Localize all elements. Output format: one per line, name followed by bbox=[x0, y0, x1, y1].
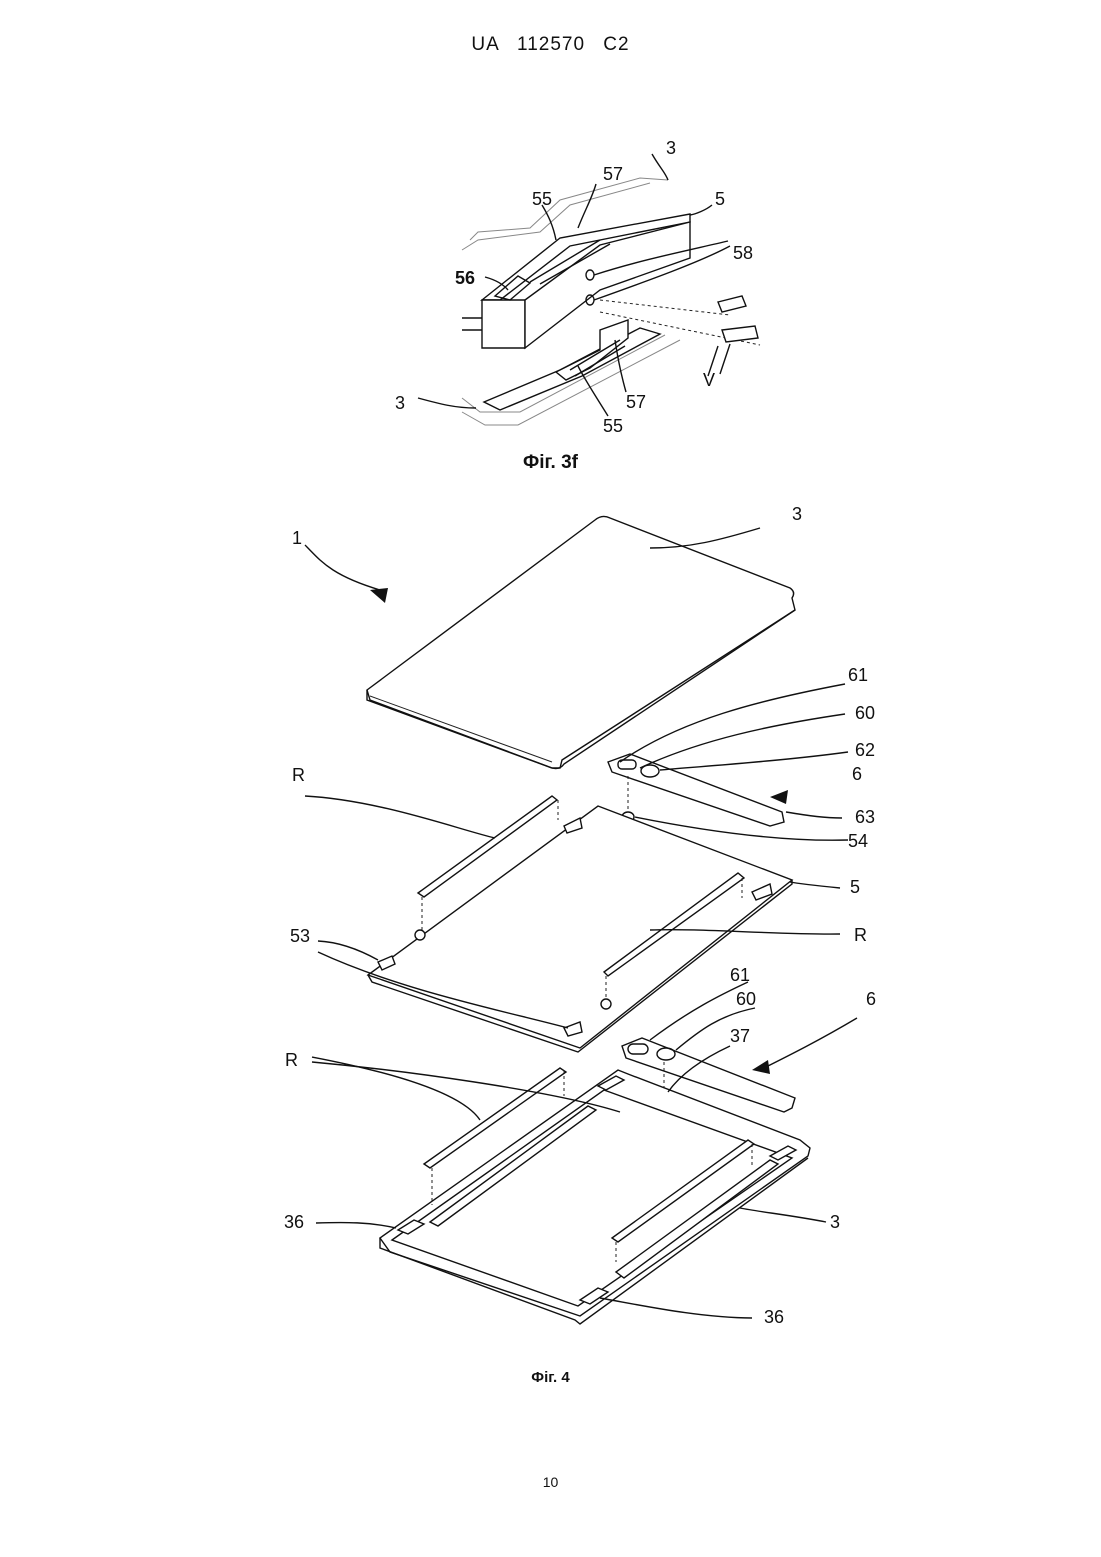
fig4-label-60-b: 60 bbox=[736, 989, 756, 1009]
fig4-label-6-b: 6 bbox=[866, 989, 876, 1009]
fig3f-label-58: 58 bbox=[733, 243, 753, 263]
fig3f-label-55-bottom: 55 bbox=[603, 416, 623, 436]
fig3f-label-3-top: 3 bbox=[666, 138, 676, 158]
fig4-label-5: 5 bbox=[850, 877, 860, 897]
fig4-label-3-bottom: 3 bbox=[830, 1212, 840, 1232]
fig3f-label-5: 5 bbox=[715, 189, 725, 209]
fig4-label-36-b: 36 bbox=[764, 1307, 784, 1327]
fig4-label-6-a: 6 bbox=[852, 764, 862, 784]
fig4-label-54: 54 bbox=[848, 831, 868, 851]
fig4-label-53: 53 bbox=[290, 926, 310, 946]
fig3f-label-3-bottom: 3 bbox=[395, 393, 405, 413]
fig4-label-1: 1 bbox=[292, 528, 302, 548]
figure-4-caption: Фіг. 4 bbox=[0, 1369, 1101, 1386]
fig4-label-36-a: 36 bbox=[284, 1212, 304, 1232]
fig4-label-61-a: 61 bbox=[848, 665, 868, 685]
fig4-label-3-top: 3 bbox=[792, 504, 802, 524]
fig3f-label-57-bottom: 57 bbox=[626, 392, 646, 412]
fig3f-label-56: 56 bbox=[455, 268, 475, 288]
fig4-label-R-c: R bbox=[285, 1050, 298, 1070]
figure-3f-caption: Фіг. 3f bbox=[0, 452, 1101, 474]
fig4-label-62: 62 bbox=[855, 740, 875, 760]
fig4-label-R-a: R bbox=[292, 765, 305, 785]
fig3f-label-55-top: 55 bbox=[532, 189, 552, 209]
patent-header: UA 112570 C2 bbox=[0, 34, 1101, 56]
fig3f-label-57-top: 57 bbox=[603, 164, 623, 184]
fig4-label-61-b: 61 bbox=[730, 965, 750, 985]
fig4-label-R-b: R bbox=[854, 925, 867, 945]
fig4-label-63: 63 bbox=[855, 807, 875, 827]
figure-4-drawing: 1 3 61 60 62 6 63 54 R 5 R 53 61 60 6 37… bbox=[0, 490, 1101, 1350]
page-number: 10 bbox=[0, 1474, 1101, 1490]
fig3f-label-V: V bbox=[703, 370, 715, 390]
figure-3f-drawing: 3 57 55 5 58 56 V 3 57 55 bbox=[0, 120, 1101, 450]
fig4-label-37: 37 bbox=[730, 1026, 750, 1046]
fig4-label-60-a: 60 bbox=[855, 703, 875, 723]
